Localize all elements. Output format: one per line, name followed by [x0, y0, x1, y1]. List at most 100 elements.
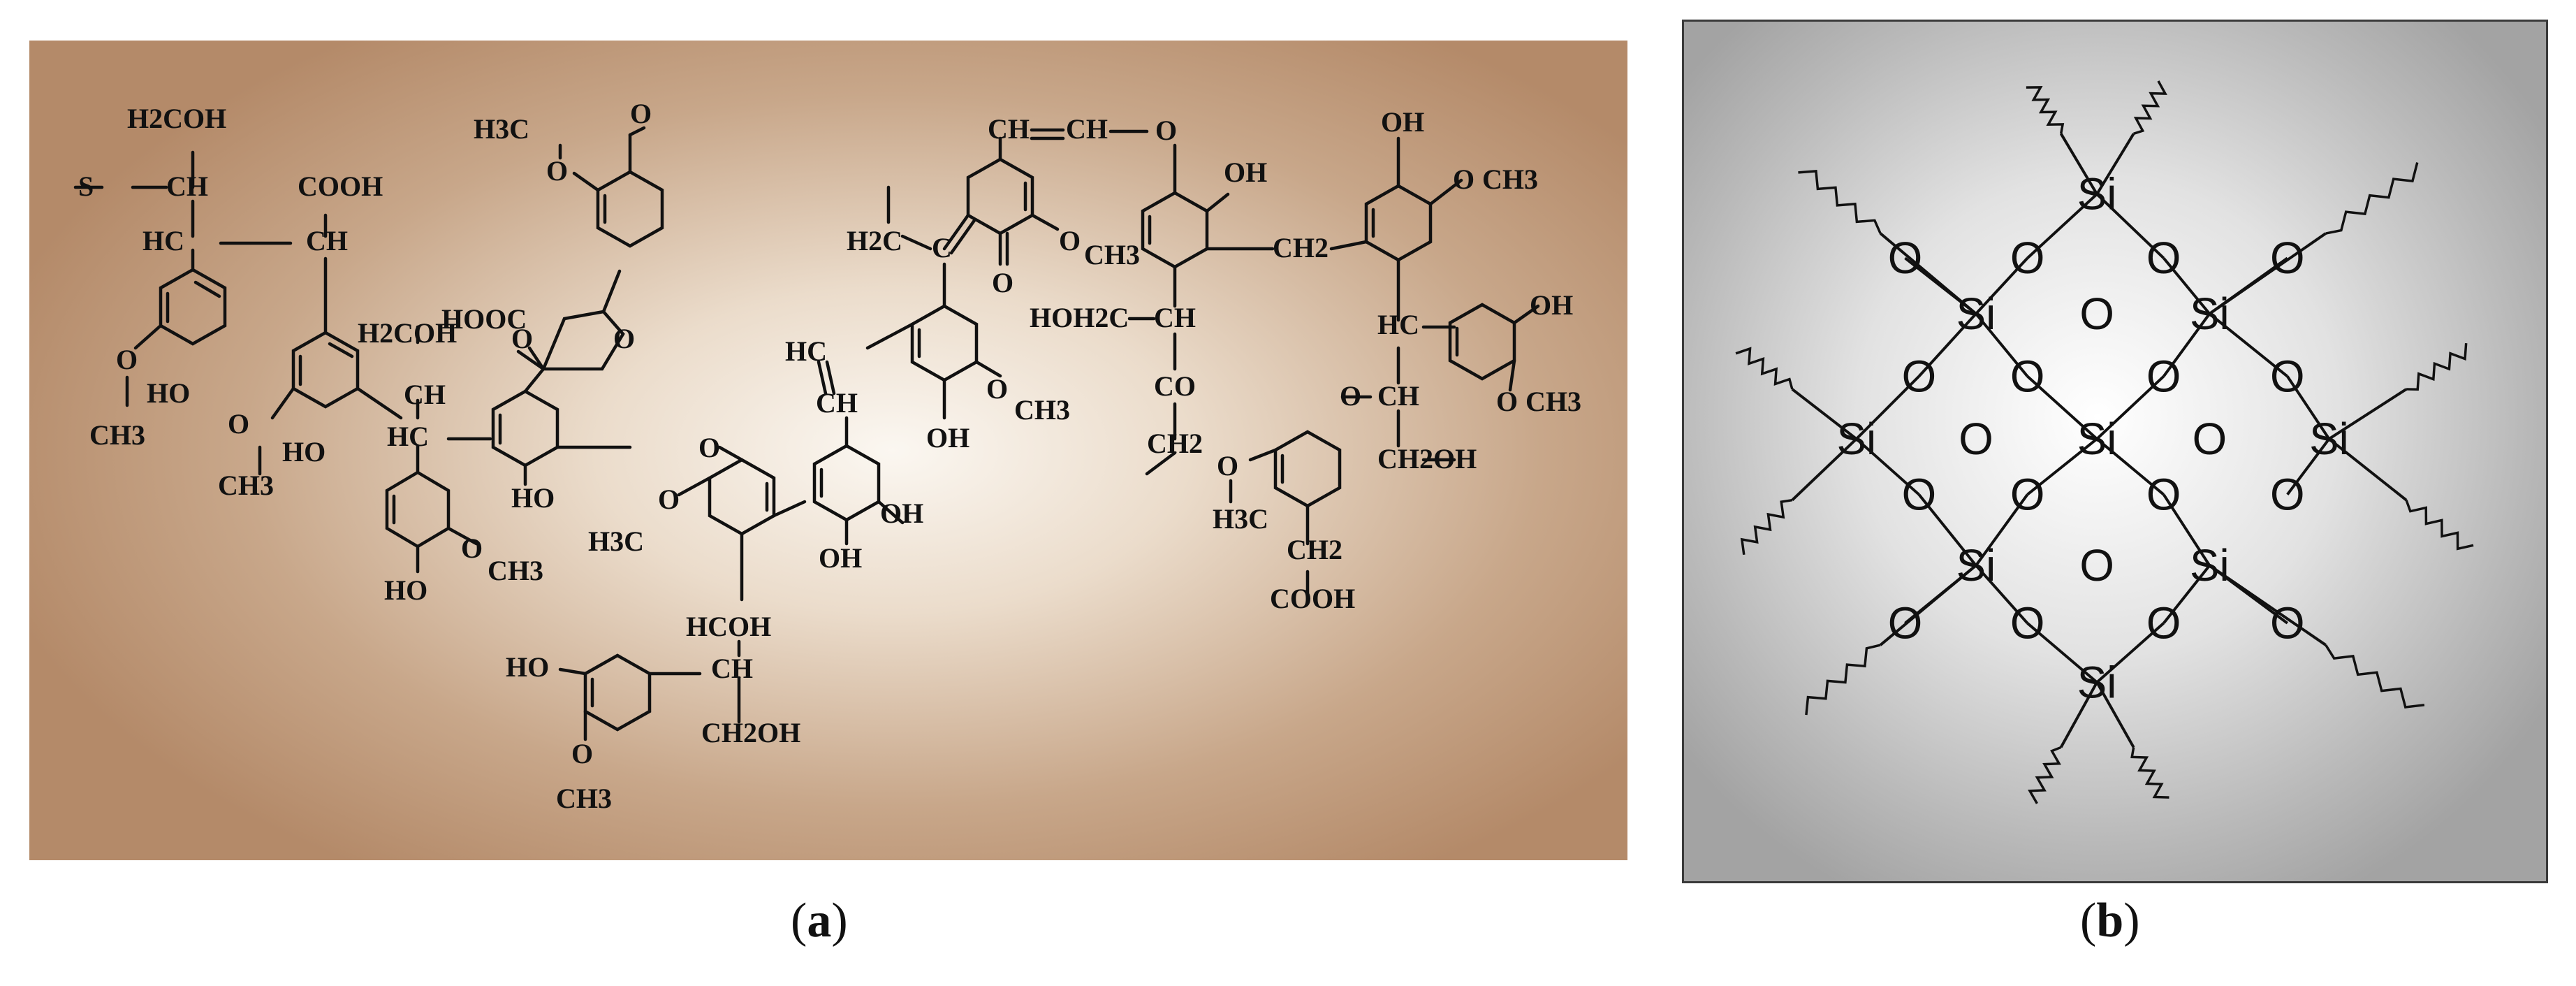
bond	[942, 213, 970, 251]
bond	[516, 349, 546, 371]
chem-label: CH2	[1147, 428, 1203, 459]
oxygen-atom-label: O	[1902, 470, 1937, 520]
oxygen-atom-label: O	[2010, 233, 2045, 283]
ring-g	[812, 444, 881, 522]
wavy-bond-end	[2405, 500, 2474, 551]
bond	[677, 476, 712, 497]
si-o-bond	[1917, 312, 1977, 377]
chem-label: OH	[1381, 106, 1424, 138]
silicon-atom-label: Si	[1956, 541, 1996, 590]
chem-label: OH	[880, 498, 923, 529]
chem-label: COOH	[298, 171, 383, 202]
wavy-bond-end	[2133, 80, 2167, 135]
bond	[1329, 240, 1368, 251]
lignin-structure-panel: H2COH S CH HC CH COOH HO CH3 O O CH3 HO …	[29, 41, 1627, 860]
chem-label: CH3	[1525, 386, 1581, 417]
si-o-bond	[2209, 564, 2327, 646]
si-o-bond	[2095, 622, 2165, 683]
ring-a	[159, 268, 227, 346]
ring-a-inner-bond	[193, 280, 221, 298]
bond	[558, 667, 587, 676]
si-o-bond	[2095, 193, 2165, 259]
chem-label: OH	[819, 542, 862, 574]
chem-label: O	[116, 344, 138, 375]
chem-label: CH	[166, 171, 208, 202]
caption-a-letter: a	[807, 894, 832, 948]
caption-b: (b)	[2080, 894, 2140, 948]
chem-label: CH	[306, 225, 348, 256]
si-o-bond	[1975, 564, 2029, 625]
bond	[1428, 178, 1463, 206]
si-o-bond	[1917, 493, 1977, 567]
oxygen-atom-label: O	[2146, 599, 2181, 648]
chem-label: O	[1496, 386, 1518, 417]
chem-label: CH	[816, 387, 858, 419]
wavy-bond-end	[2028, 746, 2062, 804]
chem-label: CH	[988, 113, 1030, 145]
chem-label: CH3	[488, 555, 543, 586]
bond	[717, 445, 744, 462]
chem-label: HC	[387, 421, 429, 452]
si-o-bond	[1975, 256, 2029, 315]
wavy-bond-end	[1740, 498, 1793, 556]
chem-label: H3C	[1213, 503, 1268, 535]
chem-label: O	[511, 323, 533, 354]
bond	[900, 234, 932, 251]
chem-label: HC	[142, 225, 184, 256]
oxygen-atom-label: O	[1888, 233, 1923, 283]
bond	[817, 360, 828, 396]
oxygen-atom-label: O	[1959, 414, 1993, 464]
si-o-bond	[2059, 133, 2098, 195]
wavy-bond-end	[1805, 644, 1881, 716]
oxygen-atom-label: O	[2010, 351, 2045, 401]
si-o-bond	[1791, 437, 1858, 502]
chem-label: HO	[506, 651, 549, 683]
chem-label: O	[698, 432, 720, 463]
ring-f	[708, 458, 776, 536]
chem-label: O	[613, 323, 635, 354]
chem-label: O	[1217, 450, 1238, 481]
oxygen-atom-label: O	[2270, 470, 2305, 520]
chem-label: CH	[1066, 113, 1108, 145]
lignin-structure-diagram: H2COH S CH HC CH COOH HO CH3 O O CH3 HO …	[73, 98, 1581, 814]
ring-d	[491, 389, 559, 467]
oxygen-atom-label: O	[2146, 470, 2181, 520]
oxygen-atom-label: O	[2270, 233, 2305, 283]
chem-label: O	[228, 408, 249, 440]
chem-label: H3C	[588, 525, 644, 557]
chem-label: HC	[785, 335, 827, 367]
si-o-bond	[1975, 312, 2029, 377]
oxygen-atom-label: O	[2079, 541, 2114, 590]
chem-label: CH	[404, 379, 446, 410]
si-o-bond	[2059, 681, 2098, 748]
wavy-bond-end	[2026, 86, 2065, 134]
ring-e	[596, 170, 664, 248]
oxygen-atom-label: O	[2193, 414, 2227, 464]
bond	[356, 386, 403, 420]
chem-label: HO	[282, 436, 325, 467]
si-o-bond	[2328, 388, 2408, 440]
chem-label: HO	[147, 377, 190, 409]
si-o-bond	[2162, 257, 2211, 315]
chem-label: HOH2C	[1030, 302, 1129, 333]
chem-label: O	[1453, 164, 1474, 195]
chem-label: HO	[511, 482, 555, 514]
si-o-bond	[2286, 437, 2331, 495]
si-o-bond	[2095, 375, 2165, 440]
chem-label: CH	[1154, 302, 1196, 333]
si-o-bond	[2095, 437, 2165, 496]
chem-label: OH	[1530, 289, 1573, 321]
bond	[270, 386, 295, 420]
chem-label: O	[630, 98, 652, 129]
chem-label: CH2	[1287, 534, 1342, 565]
si-o-bond	[2162, 564, 2211, 625]
chem-label: CH	[1377, 380, 1419, 412]
si-o-bond	[2026, 193, 2098, 259]
bond	[772, 500, 807, 518]
chem-label: CH	[711, 653, 753, 684]
bond	[446, 526, 478, 546]
silicon-atom-label: Si	[2077, 414, 2117, 464]
chem-label: HC	[1377, 309, 1419, 340]
oxygen-atom-label: O	[1888, 599, 1923, 648]
